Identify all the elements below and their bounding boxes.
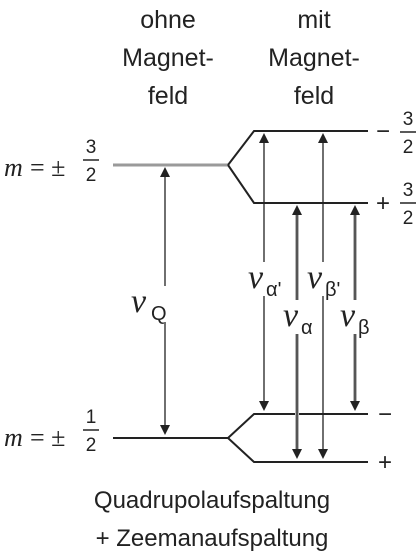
upper-split-bottom-line (227, 164, 368, 204)
caption-line1: Quadrupolaufspaltung (94, 487, 330, 514)
header-left-line3: feld (148, 82, 188, 110)
split-top-num: 3 (403, 109, 414, 130)
upper-frac-num: 3 (86, 137, 97, 158)
upper-frac-den: 2 (86, 165, 97, 186)
nu-beta-symbol: ν (340, 297, 356, 334)
split-bottom-sign: + (378, 449, 392, 476)
nu-beta-prime-sub: β' (325, 279, 340, 301)
nu-alpha-label-bg (281, 300, 315, 334)
header-right-line1: mit (297, 6, 330, 34)
lower-eq: = ± (30, 423, 65, 452)
nu-beta-label-bg (338, 300, 372, 334)
nu-q-label-bg (129, 286, 171, 322)
header-left-line2: Magnet- (122, 44, 214, 72)
split-second-den: 2 (403, 208, 414, 229)
nu-beta-prime-symbol: ν (307, 259, 323, 296)
lower-split-top-line (227, 413, 368, 439)
lower-split-bottom-line (227, 437, 368, 463)
upper-eq: = ± (30, 153, 65, 182)
split-second-sign: + (376, 190, 390, 217)
lower-m-label: m (4, 423, 23, 452)
caption-line2: + Zeemanaufspaltung (96, 525, 329, 552)
header-left-line1: ohne (140, 6, 196, 34)
nu-alpha-sub: α (301, 317, 313, 339)
header-right-line3: feld (294, 82, 334, 110)
upper-m-label: m (4, 153, 23, 182)
nu-q-symbol: ν (131, 283, 147, 320)
nu-alpha-prime-sub: α' (266, 279, 281, 301)
nu-alpha-prime-symbol: ν (248, 259, 264, 296)
lower-frac-num: 1 (86, 407, 97, 428)
upper-split-top-line (227, 130, 368, 166)
split-third-sign: − (378, 401, 392, 428)
split-top-sign: − (376, 118, 390, 145)
nu-q-sub: Q (151, 303, 167, 325)
header-right-line2: Magnet- (268, 44, 360, 72)
split-second-num: 3 (403, 180, 414, 201)
nu-alpha-prime-label-bg (246, 262, 286, 296)
lower-frac-den: 2 (86, 435, 97, 456)
split-top-den: 2 (403, 137, 414, 158)
nu-alpha-symbol: ν (283, 297, 299, 334)
nu-beta-prime-label-bg (305, 262, 345, 296)
nu-beta-sub: β (358, 317, 370, 339)
